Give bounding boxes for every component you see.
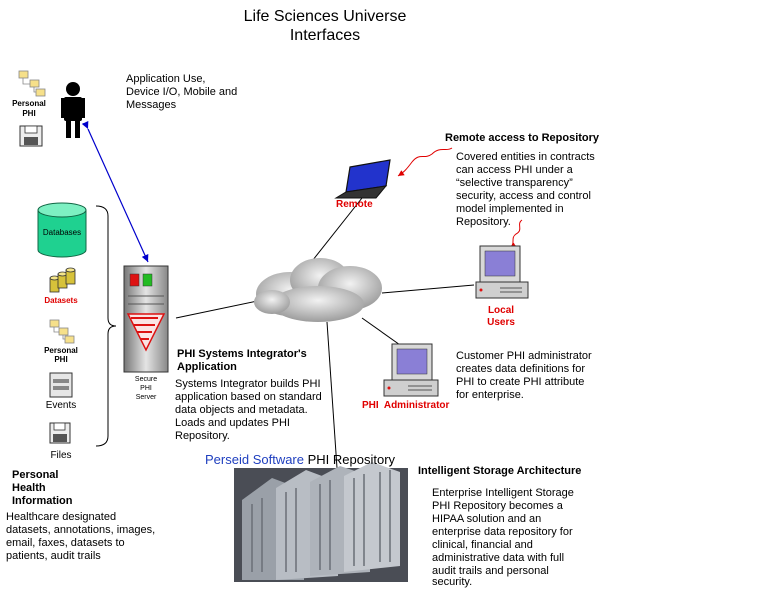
phi-desc-4: patients, audit trails [6,550,101,562]
user-person-icon [61,82,85,138]
remote-heading: Remote access to Repository [445,132,600,144]
storage-cabinets-image [234,462,408,582]
storage-desc-7: audit trails and personal [432,565,549,577]
repository-title: Perseid Software PHI Repository [205,452,396,468]
admin-desc-1: Customer PHI administrator [456,350,592,362]
databases-icon [37,202,87,258]
personal-phi-label-mid-2: PHI [54,355,68,364]
remote-desc-2: can access PHI under a [456,164,573,176]
personal-phi-folder-icon [49,319,75,344]
diagram-title-line1: Life Sciences Universe [243,8,407,25]
files-label: Files [50,450,72,461]
integrator-desc-3: data objects and metadata. [175,404,308,416]
remote-desc-5: model implemented in [456,203,564,215]
personal-phi-label-top-1: Personal [12,99,46,108]
remote-pointer-arrow [397,147,453,177]
server-label-2: PHI [140,385,152,392]
connector-cloud-repository [326,321,338,469]
repository-suffix: PHI Repository [304,452,396,467]
local-users-computer-icon [475,245,529,299]
integrator-desc-2: application based on standard [175,391,322,403]
storage-heading: Intelligent Storage Architecture [418,465,582,477]
administrator-label: PHI Administrator [362,400,450,411]
remote-desc-1: Covered entities in contracts [456,151,595,163]
data-sources-bracket [95,205,117,447]
remote-desc-6: Repository. [456,216,511,228]
storage-desc-4: enterprise data repository for [432,526,573,538]
integrator-desc-1: Systems Integrator builds PHI [175,378,321,390]
server-label-1: Secure [134,376,158,383]
admin-desc-3: PHI to create PHI attribute [456,376,585,388]
admin-desc-2: creates data definitions for [456,363,586,375]
floppy-icon [19,125,43,147]
files-icon [49,422,71,444]
storage-desc-3: HIPAA solution and an [432,513,542,525]
local-users-label-1: Local [487,305,515,316]
storage-desc-5: clinical, financial and [432,539,533,551]
datasets-icon [49,267,76,293]
user-server-arrow [81,120,149,263]
databases-label: Databases [42,228,82,237]
secure-phi-server-icon [123,265,169,373]
remote-laptop-icon [334,159,391,199]
personal-phi-label-mid-1: Personal [44,346,78,355]
storage-desc-6: administrative data with full [432,552,565,564]
events-label: Events [45,400,77,411]
app-use-text-1: Application Use, [126,73,206,85]
local-pointer-arrow [509,219,523,249]
phi-heading-3: Information [12,495,73,507]
folder-tree-icon [18,70,46,97]
personal-phi-label-top-2: PHI [22,109,36,118]
local-users-label-2: Users [487,317,515,328]
network-cloud [254,258,382,322]
storage-desc-1: Enterprise Intelligent Storage [432,487,574,499]
integrator-heading-1: PHI Systems Integrator's [177,348,307,360]
connector-cloud-local [381,284,475,294]
integrator-desc-4: Loads and updates PHI [175,417,290,429]
storage-desc-2: PHI Repository becomes a [432,500,563,512]
app-use-text-2: Device I/O, Mobile and [126,86,238,98]
phi-heading-2: Health [12,482,46,494]
administrator-computer-icon [383,343,439,397]
integrator-heading-2: Application [177,361,237,373]
app-use-text-3: Messages [126,99,177,111]
connector-server-cloud [175,299,263,319]
phi-desc-1: Healthcare designated [6,511,117,523]
admin-desc-4: for enterprise. [456,389,524,401]
remote-desc-3: “selective transparency” [456,177,573,189]
datasets-label: Datasets [44,296,78,305]
phi-heading-1: Personal [12,469,59,481]
integrator-desc-5: Repository. [175,430,230,442]
repository-brand: Perseid Software [205,452,304,467]
remote-desc-4: security, access and control [456,190,591,202]
events-icon [49,372,73,398]
server-label-3: Server [135,394,157,401]
connector-cloud-remote [304,197,363,271]
phi-desc-2: datasets, annotations, images, [6,524,156,536]
diagram-title-line2: Interfaces [289,27,361,44]
remote-label: Remote [336,199,373,210]
phi-desc-3: email, faxes, datasets to [6,537,125,549]
storage-desc-8: security. [432,576,473,588]
